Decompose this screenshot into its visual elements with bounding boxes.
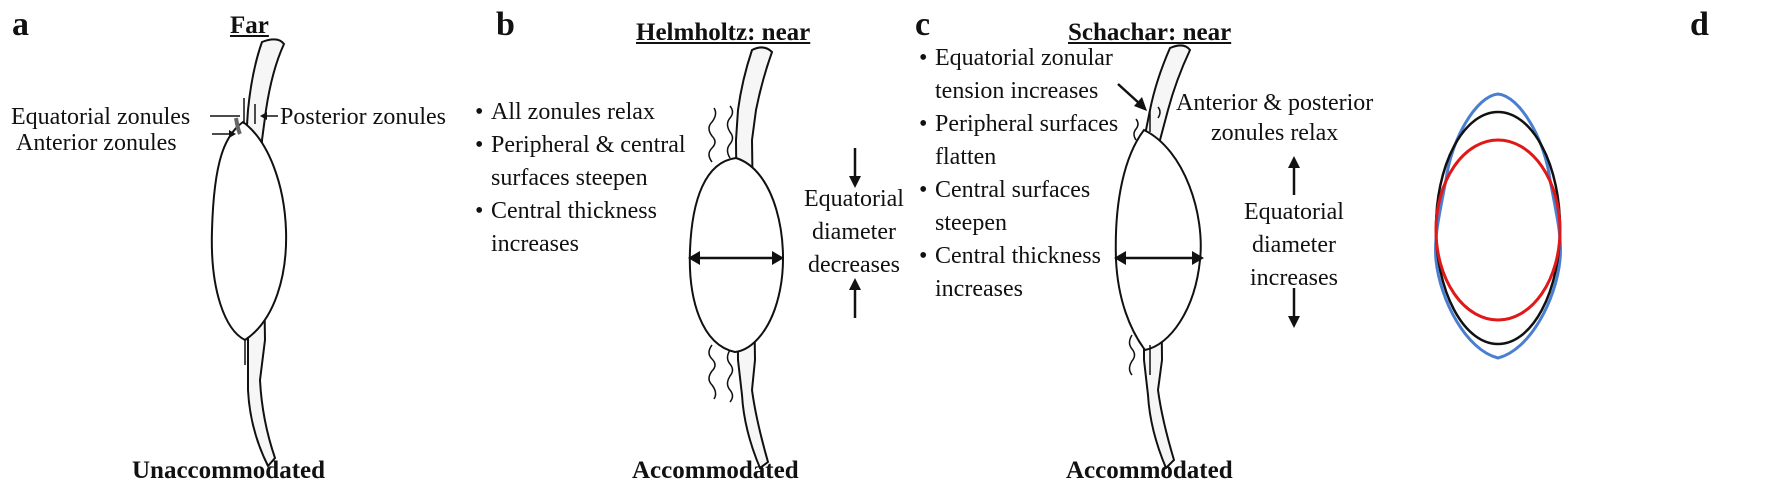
panel-a-lens — [210, 120, 288, 342]
panel-b-title: Helmholtz: near — [636, 19, 811, 46]
panel-a-title: Far — [230, 12, 269, 39]
arrow-down-icon — [849, 176, 861, 188]
label-equatorial-zonules: Equatorial zonules — [11, 104, 191, 130]
panel-a-anterior-zonule — [234, 117, 242, 135]
arrow-icon — [1134, 97, 1147, 111]
panel-c-relax-label: Anterior & posterior zonules relax — [1176, 90, 1374, 146]
arrow-icon — [260, 112, 267, 120]
panel-b-lens — [688, 156, 784, 354]
panel-c-caption: Accommodated — [1066, 457, 1233, 484]
arrow-up-icon — [1288, 156, 1300, 168]
arrow-down-icon — [1288, 316, 1300, 328]
panel-b-letter: b — [496, 6, 515, 43]
red-circle-profile — [1434, 138, 1562, 322]
label-anterior-zonules: Anterior zonules — [16, 130, 177, 156]
panel-a-caption: Unaccommodated — [132, 457, 326, 484]
arrow-right-icon — [1192, 251, 1204, 265]
blue-lens-profile — [1434, 92, 1562, 360]
panel-a-letter: a — [12, 6, 29, 43]
black-ellipse-profile — [1434, 110, 1562, 346]
arrow-right-icon — [772, 251, 784, 265]
panel-c-letter: c — [915, 6, 931, 43]
arrow-icon — [229, 130, 236, 138]
label-posterior-zonules: Posterior zonules — [280, 104, 446, 130]
panel-b-ciliary-body — [734, 46, 774, 470]
panel-c-upper-zonules — [1133, 106, 1161, 141]
panel-c-lower-zonules — [1128, 334, 1151, 376]
panel-b-bullet-list: All zonules relax Peripheral & centralsu… — [475, 96, 686, 261]
arrow-left-icon — [688, 251, 700, 265]
panel-b-lower-zonules — [708, 344, 734, 403]
panel-b-caption: Accommodated — [632, 457, 799, 484]
panel-c-diameter-label: Equatorial diameter increases — [1244, 199, 1344, 291]
arrow-left-icon — [1114, 251, 1126, 265]
panel-b-diameter-label: Equatorial diameter decreases — [804, 186, 904, 278]
panel-b-upper-zonules — [708, 105, 734, 163]
panel-d-letter: d — [1690, 6, 1709, 43]
arrow-up-icon — [849, 278, 861, 290]
panel-c-title: Schachar: near — [1068, 19, 1232, 46]
panel-c-lens — [1114, 128, 1202, 352]
bullet-item: All zonules relax — [475, 96, 686, 129]
